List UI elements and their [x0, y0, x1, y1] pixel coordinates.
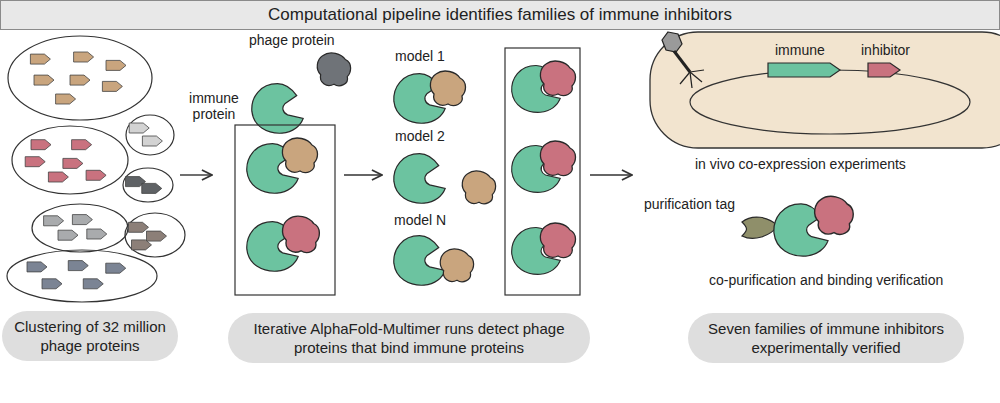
bacterial-cell: [650, 32, 1000, 148]
annotation: phage protein: [249, 32, 335, 48]
annotation: immune: [775, 42, 825, 58]
annotation: inhibitor: [861, 42, 910, 58]
annotation: model N: [394, 212, 446, 228]
annotation: in vivo co-expression experiments: [695, 156, 906, 172]
gene-arrows: [25, 52, 166, 289]
stage-label: Iterative AlphaFold-Multimer runs detect…: [228, 313, 590, 363]
stage-text: Iterative AlphaFold-Multimer runs detect…: [238, 319, 580, 357]
co-purification: [742, 196, 853, 256]
stage-text: Clustering of 32 million phage proteins: [12, 317, 168, 355]
annotation: model 1: [395, 48, 445, 64]
immune-protein-pairs: [235, 48, 580, 295]
phage-icon: [662, 32, 704, 88]
annotation: purification tag: [644, 196, 735, 212]
protein-clusters: [7, 36, 185, 302]
stage-label: Clustering of 32 million phage proteins: [2, 311, 178, 361]
title-band: Computational pipeline identifies famili…: [0, 0, 1000, 30]
annotation: co-purification and binding verification: [709, 272, 943, 288]
annotation: model 2: [395, 128, 445, 144]
annotation: immune protein: [183, 90, 245, 122]
stage-label: Seven families of immune inhibitors expe…: [688, 313, 964, 363]
stage-text: Seven families of immune inhibitors expe…: [698, 319, 954, 357]
